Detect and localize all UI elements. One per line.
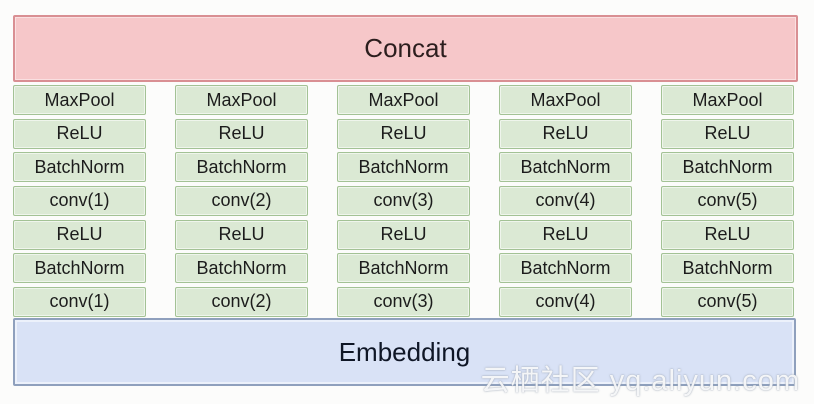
- layer-box: ReLU: [13, 219, 146, 250]
- layer-box: BatchNorm: [661, 253, 794, 284]
- layer-box: ReLU: [499, 118, 632, 149]
- layer-box: ReLU: [175, 118, 308, 149]
- layer-box: BatchNorm: [13, 253, 146, 284]
- layer-box: MaxPool: [337, 85, 470, 115]
- layer-box: MaxPool: [661, 85, 794, 115]
- embedding-node: Embedding: [13, 318, 796, 386]
- layer-box: MaxPool: [13, 85, 146, 115]
- layer-box: conv(4): [499, 286, 632, 317]
- layer-box: BatchNorm: [499, 253, 632, 284]
- layer-box: conv(1): [13, 185, 146, 216]
- layer-box: conv(1): [13, 286, 146, 317]
- layer-box: BatchNorm: [13, 152, 146, 183]
- layer-box: BatchNorm: [175, 253, 308, 284]
- layer-box: BatchNorm: [661, 152, 794, 183]
- layer-box: ReLU: [13, 118, 146, 149]
- layer-box: ReLU: [661, 219, 794, 250]
- layer-box: ReLU: [175, 219, 308, 250]
- layer-box: MaxPool: [499, 85, 632, 115]
- concat-node: Concat: [13, 15, 798, 82]
- layer-box: conv(4): [499, 185, 632, 216]
- layer-box: BatchNorm: [337, 253, 470, 284]
- layer-box: conv(2): [175, 286, 308, 317]
- layer-box: conv(5): [661, 286, 794, 317]
- layer-box: ReLU: [337, 219, 470, 250]
- layer-box: conv(2): [175, 185, 308, 216]
- layer-box: BatchNorm: [499, 152, 632, 183]
- layer-box: conv(5): [661, 185, 794, 216]
- layer-box: ReLU: [661, 118, 794, 149]
- layer-box: BatchNorm: [175, 152, 308, 183]
- layer-box: conv(3): [337, 286, 470, 317]
- layer-box: ReLU: [337, 118, 470, 149]
- layer-box: ReLU: [499, 219, 632, 250]
- layer-box: BatchNorm: [337, 152, 470, 183]
- layer-box: conv(3): [337, 185, 470, 216]
- layer-box: MaxPool: [175, 85, 308, 115]
